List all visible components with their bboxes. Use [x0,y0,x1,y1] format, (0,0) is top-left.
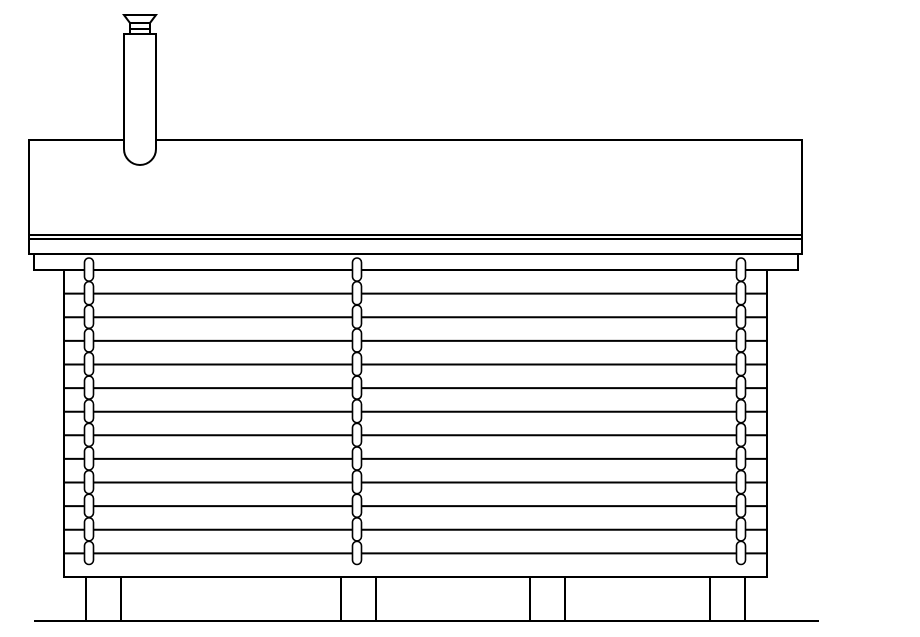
log-end-notch [737,423,746,446]
log-end-notch [85,541,94,564]
corner-notch-column [353,258,362,565]
foundation-pier [341,577,376,621]
log-end-notch [353,423,362,446]
corner-notch-column [737,258,746,565]
corner-notch-columns [85,258,746,565]
log-end-notch [353,447,362,470]
log-end-notch [737,494,746,517]
chimney [124,15,156,165]
foundation-pier [530,577,565,621]
log-end-notch [353,518,362,541]
log-wall [64,258,767,577]
corner-notch-column [85,258,94,565]
log-end-notch [85,423,94,446]
log-end-notch [737,376,746,399]
log-end-notch [85,518,94,541]
chimney-cap-hood [124,15,156,23]
foundation-pier [710,577,745,621]
log-end-notch [737,258,746,281]
log-end-notch [85,329,94,352]
log-end-notch [737,518,746,541]
log-end-notch [737,305,746,328]
log-end-notch [85,494,94,517]
log-end-notch [353,471,362,494]
log-end-notch [353,376,362,399]
log-end-notch [737,329,746,352]
log-end-notch [737,400,746,423]
chimney-pipe [124,34,156,165]
log-end-notch [353,258,362,281]
log-end-notch [85,471,94,494]
log-end-notch [737,352,746,375]
roof-fascia [29,140,802,235]
log-end-notch [737,447,746,470]
log-end-notch [85,352,94,375]
log-end-notch [353,541,362,564]
foundation-pier [86,577,121,621]
log-end-notch [85,400,94,423]
log-end-notch [353,305,362,328]
log-end-notch [353,352,362,375]
log-end-notch [85,447,94,470]
log-end-notch [353,329,362,352]
log-end-notch [737,471,746,494]
log-course-lines [64,294,767,554]
log-wall-outline [64,270,767,577]
roof-soffit-board [34,254,798,270]
roof-eave-board [29,235,802,254]
log-end-notch [85,376,94,399]
log-end-notch [85,258,94,281]
log-end-notch [85,305,94,328]
log-end-notch [353,494,362,517]
log-end-notch [737,541,746,564]
log-end-notch [353,282,362,305]
log-end-notch [85,282,94,305]
log-end-notch [353,400,362,423]
foundation-piers [86,577,745,621]
log-end-notch [737,282,746,305]
